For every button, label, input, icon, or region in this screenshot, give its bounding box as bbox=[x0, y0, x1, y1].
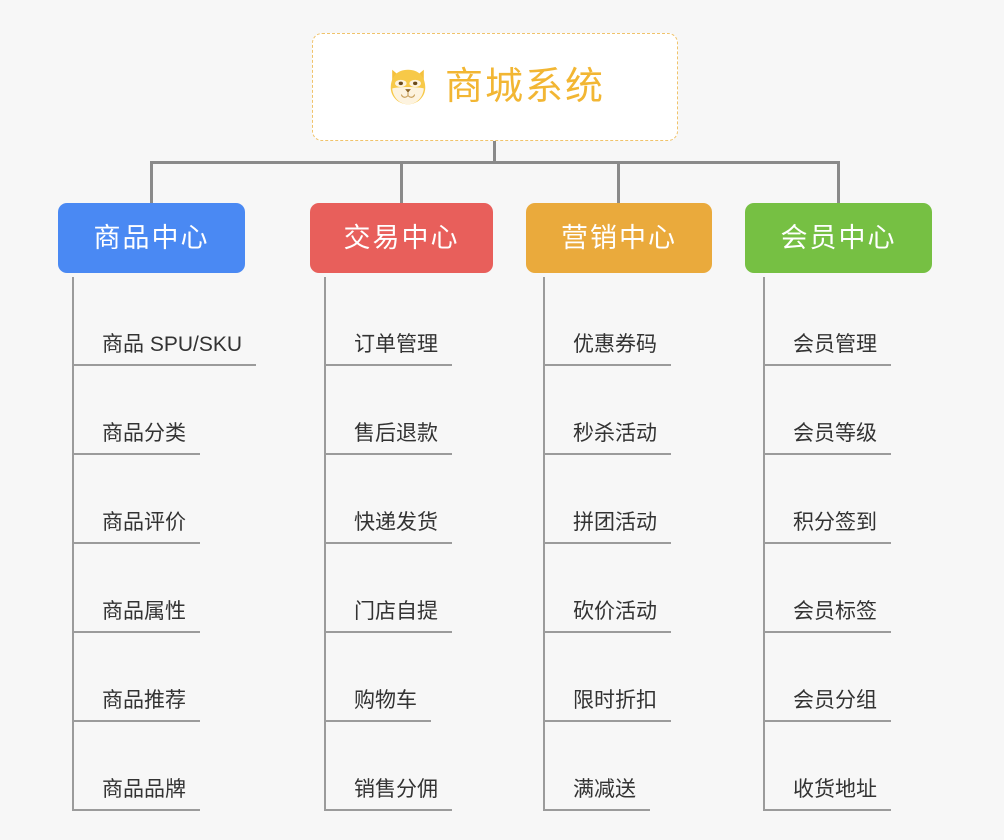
leaf-item[interactable]: 商品分类 bbox=[72, 366, 200, 455]
leaf-item[interactable]: 商品品牌 bbox=[72, 722, 200, 811]
leaf-rail-3 bbox=[543, 277, 545, 811]
leaf-item[interactable]: 销售分佣 bbox=[324, 722, 452, 811]
leaf-item[interactable]: 商品推荐 bbox=[72, 633, 200, 722]
connector-drop-3 bbox=[617, 161, 620, 203]
leaf-label: 限时折扣 bbox=[543, 690, 671, 722]
leaf-item[interactable]: 积分签到 bbox=[763, 455, 891, 544]
root-node[interactable]: 商城系统 bbox=[312, 33, 678, 141]
connector-drop-2 bbox=[400, 161, 403, 203]
leaf-item[interactable]: 商品评价 bbox=[72, 455, 200, 544]
leaf-item[interactable]: 门店自提 bbox=[324, 544, 452, 633]
branch-label-product-center: 商品中心 bbox=[93, 222, 210, 253]
connector-drop-1 bbox=[150, 161, 153, 203]
leaf-item[interactable]: 快递发货 bbox=[324, 455, 452, 544]
leaf-item[interactable]: 购物车 bbox=[324, 633, 431, 722]
branch-box-member-center[interactable]: 会员中心 bbox=[745, 203, 932, 273]
connector-drop-4 bbox=[837, 161, 840, 203]
leaf-item[interactable]: 会员标签 bbox=[763, 544, 891, 633]
leaf-label: 满减送 bbox=[543, 779, 650, 811]
leaf-item[interactable]: 会员管理 bbox=[763, 277, 891, 366]
leaf-rail-1 bbox=[72, 277, 74, 811]
leaf-label: 砍价活动 bbox=[543, 601, 671, 633]
leaf-label: 会员标签 bbox=[763, 601, 891, 633]
leaf-label: 订单管理 bbox=[324, 334, 452, 366]
branch-box-product-center[interactable]: 商品中心 bbox=[58, 203, 245, 273]
leaf-rail-2 bbox=[324, 277, 326, 811]
leaf-label: 商品属性 bbox=[72, 601, 200, 633]
leaf-item[interactable]: 售后退款 bbox=[324, 366, 452, 455]
leaf-label: 会员分组 bbox=[763, 690, 891, 722]
leaf-item[interactable]: 商品 SPU/SKU bbox=[72, 277, 257, 366]
leaf-label: 购物车 bbox=[324, 690, 431, 722]
leaf-label: 商品品牌 bbox=[72, 779, 200, 811]
branch-box-trade-center[interactable]: 交易中心 bbox=[310, 203, 493, 273]
leaf-item[interactable]: 商品属性 bbox=[72, 544, 200, 633]
root-title: 商城系统 bbox=[444, 66, 605, 108]
leaf-label: 会员管理 bbox=[763, 334, 891, 366]
leaf-label: 商品评价 bbox=[72, 512, 200, 544]
leaf-label: 积分签到 bbox=[763, 512, 891, 544]
leaf-item[interactable]: 收货地址 bbox=[763, 722, 891, 811]
leaf-item[interactable]: 订单管理 bbox=[324, 277, 452, 366]
branch-label-member-center: 会员中心 bbox=[780, 222, 897, 253]
leaf-label: 优惠券码 bbox=[543, 334, 671, 366]
leaf-item[interactable]: 秒杀活动 bbox=[543, 366, 671, 455]
leaf-item[interactable]: 会员等级 bbox=[763, 366, 891, 455]
branch-box-marketing-center[interactable]: 营销中心 bbox=[526, 203, 712, 273]
leaf-item[interactable]: 砍价活动 bbox=[543, 544, 671, 633]
shiba-dog-face-icon bbox=[385, 64, 431, 110]
leaf-item[interactable]: 优惠券码 bbox=[543, 277, 671, 366]
leaf-label: 商品推荐 bbox=[72, 690, 200, 722]
leaf-item[interactable]: 限时折扣 bbox=[543, 633, 671, 722]
leaf-label: 商品分类 bbox=[72, 423, 200, 455]
leaf-item[interactable]: 满减送 bbox=[543, 722, 650, 811]
connector-horizontal-bus bbox=[150, 161, 840, 164]
branch-label-marketing-center: 营销中心 bbox=[561, 222, 677, 253]
connector-root-stem bbox=[493, 141, 496, 163]
leaf-item[interactable]: 会员分组 bbox=[763, 633, 891, 722]
leaf-rail-4 bbox=[763, 277, 765, 811]
leaf-label: 会员等级 bbox=[763, 423, 891, 455]
leaf-label: 收货地址 bbox=[763, 779, 891, 811]
leaf-label: 门店自提 bbox=[324, 601, 452, 633]
leaf-label: 销售分佣 bbox=[324, 779, 452, 811]
leaf-item[interactable]: 拼团活动 bbox=[543, 455, 671, 544]
leaf-label: 商品 SPU/SKU bbox=[72, 334, 257, 366]
leaf-label: 快递发货 bbox=[324, 512, 452, 544]
leaf-label: 秒杀活动 bbox=[543, 423, 671, 455]
leaf-label: 售后退款 bbox=[324, 423, 452, 455]
branch-label-trade-center: 交易中心 bbox=[343, 222, 460, 253]
leaf-label: 拼团活动 bbox=[543, 512, 671, 544]
